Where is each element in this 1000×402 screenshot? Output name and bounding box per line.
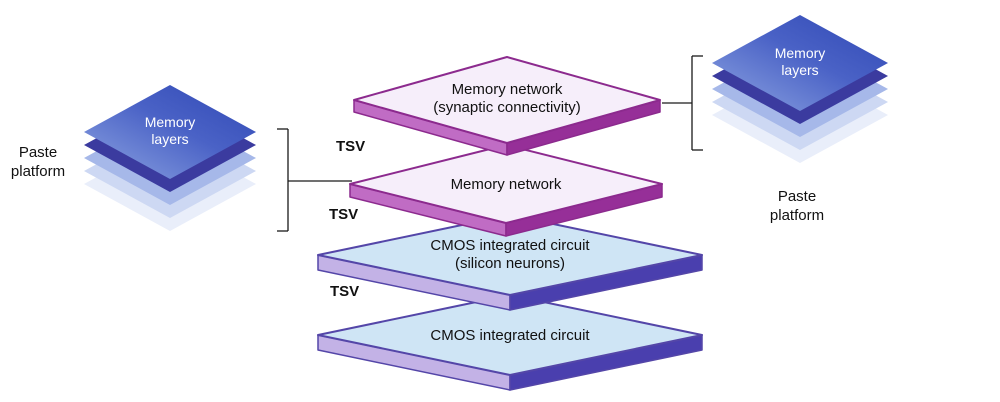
slab-top-face — [349, 144, 663, 224]
paste-platform-label: platform — [11, 163, 65, 180]
right-memory-stack: Memory layers — [712, 15, 888, 163]
tsv-label: TSV — [336, 138, 365, 155]
paste-platform-label: platform — [770, 207, 824, 224]
layer-label: Memory network — [452, 81, 563, 98]
memory-layers-label: layers — [151, 131, 188, 147]
tsv-label: TSV — [330, 283, 359, 300]
memory-layers-label: Memory — [145, 114, 196, 130]
layer-label: (synaptic connectivity) — [433, 99, 581, 116]
tsv-label: TSV — [329, 206, 358, 223]
paste-platform-label: Paste — [19, 144, 57, 161]
memory-layer-diamond — [712, 15, 888, 111]
paste-platform-label: Paste — [778, 188, 816, 205]
layer-label: (silicon neurons) — [455, 255, 565, 272]
layer-memory-network-synaptic: Memory network (synaptic connectivity) — [353, 56, 661, 156]
slab-top-face — [317, 294, 703, 376]
layer-label: CMOS integrated circuit — [430, 327, 590, 344]
layer-memory-network: Memory network — [349, 144, 663, 237]
memory-layers-label: Memory — [775, 45, 826, 61]
layer-label: CMOS integrated circuit — [430, 237, 590, 254]
right-bracket — [662, 55, 703, 151]
layer-cmos-silicon-neurons: CMOS integrated circuit (silicon neurons… — [317, 214, 703, 311]
left-bracket — [277, 128, 352, 232]
layer-label: Memory network — [451, 176, 562, 193]
memory-layers-label: layers — [781, 62, 818, 78]
left-memory-stack: Memory layers — [84, 85, 256, 231]
slab-top-face — [353, 56, 661, 144]
layer-cmos-integrated-circuit: CMOS integrated circuit — [317, 294, 703, 391]
memory-layer-diamond — [84, 85, 256, 179]
slab-top-face — [317, 214, 703, 296]
